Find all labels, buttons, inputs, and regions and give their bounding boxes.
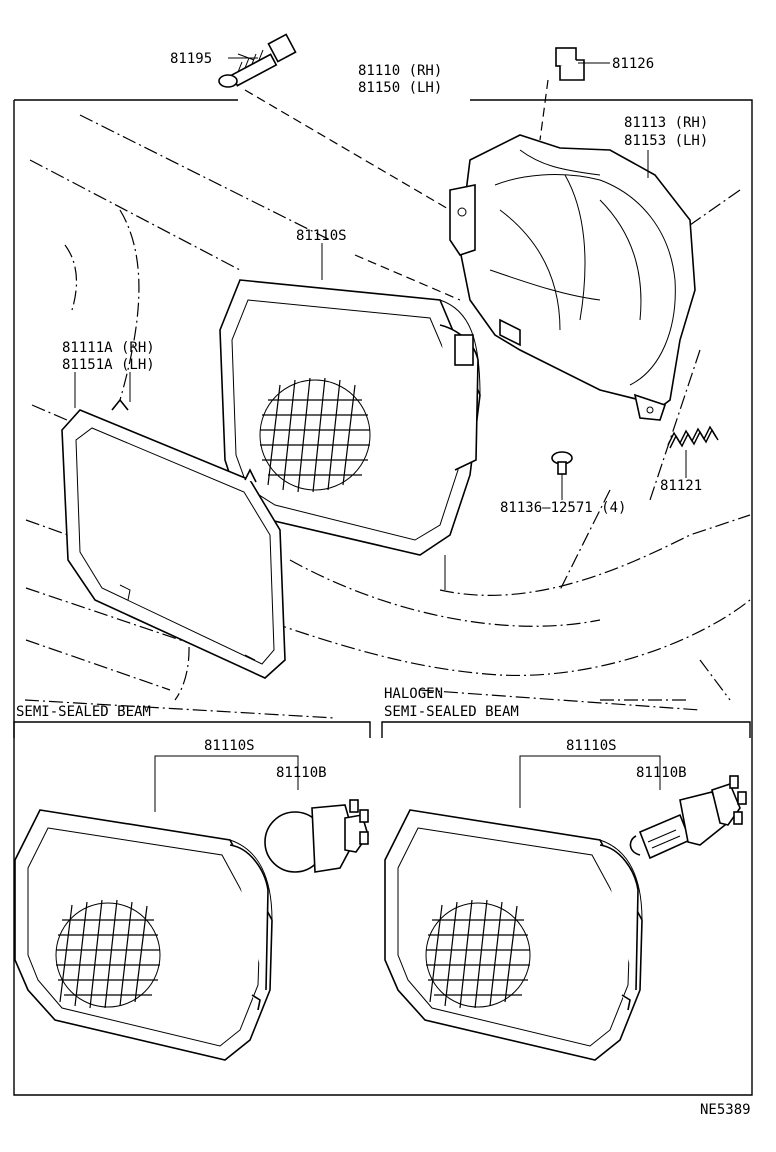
semi-sealed-bulb [264,799,369,873]
label-81136: 81136–12571 (4) [500,500,626,516]
label-halogen-bulb: 81110B [636,765,687,781]
halogen-bulb [629,775,747,860]
adjusting-screw-81195 [218,33,451,211]
lens-grid-semi [55,899,161,1009]
label-headlamp-unit: 81110S [296,228,347,244]
headlamp-bezel [61,372,286,679]
label-housing-lh: 81150 (LH) [358,80,442,96]
leader-semi-unit [154,755,299,812]
leader-halogen-unit [519,755,661,808]
label-shell-lh: 81153 (LH) [624,133,708,149]
semi-sealed-bracket [13,721,371,738]
screw-81136 [551,451,573,500]
main-frame [13,99,753,1096]
figure-code: NE5389 [700,1102,751,1118]
lens-grid-main [259,377,371,493]
lens-grid-halogen [425,899,531,1009]
halogen-title-line2: SEMI-SEALED BEAM [384,704,519,720]
halogen-bracket [381,721,751,738]
headlamp-unit-main [219,243,481,590]
label-81126: 81126 [612,56,654,72]
label-bezel-rh: 81111A (RH) [62,340,155,356]
label-shell-rh: 81113 (RH) [624,115,708,131]
label-81121: 81121 [660,478,702,494]
headlamp-housing-shell [449,134,696,421]
label-bezel-lh: 81151A (LH) [62,357,155,373]
label-semi-bulb: 81110B [276,765,327,781]
label-halogen-unit: 81110S [566,738,617,754]
clip-81126 [539,47,585,141]
label-81195: 81195 [170,51,212,67]
semi-sealed-headlamp [14,809,273,1061]
label-housing-rh: 81110 (RH) [358,63,442,79]
spring-81121 [667,425,719,478]
label-semi-unit: 81110S [204,738,255,754]
semi-sealed-title: SEMI-SEALED BEAM [16,704,151,720]
halogen-headlamp [384,809,643,1061]
halogen-title-line1: HALOGEN [384,686,443,702]
